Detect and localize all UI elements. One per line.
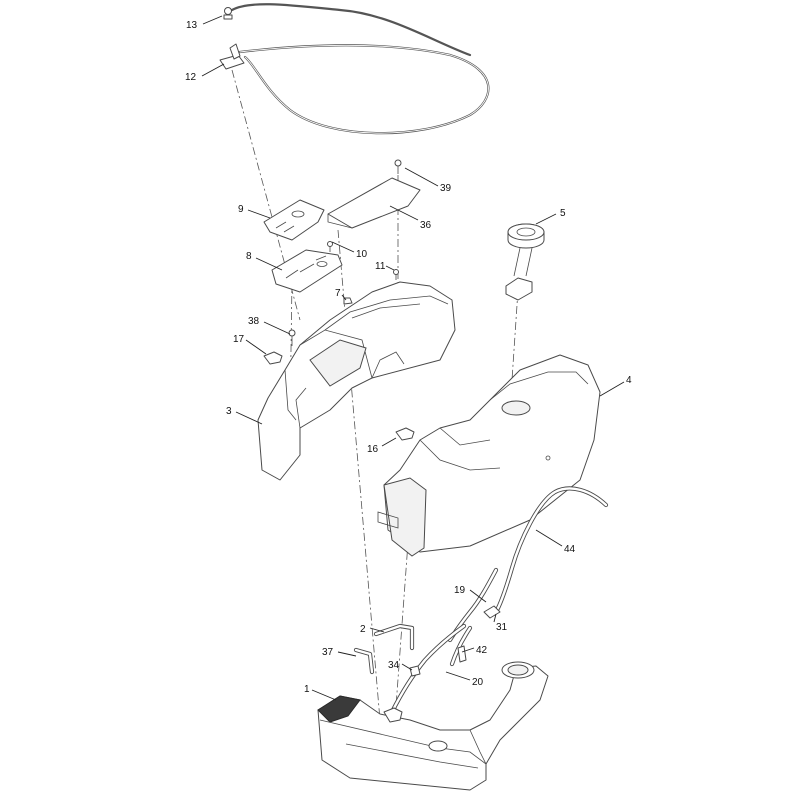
callout-label-5: 5: [560, 208, 566, 219]
callout-37: 37: [322, 647, 357, 658]
part-3-console-housing: [257, 281, 456, 481]
callout-label-16: 16: [367, 444, 379, 455]
callout-38: 38: [248, 316, 291, 335]
part-37-bolt: [353, 647, 375, 675]
callout-2: 2: [360, 624, 385, 635]
callout-label-11: 11: [375, 261, 386, 272]
callout-label-13: 13: [186, 20, 198, 31]
part-42-clamp: [457, 645, 467, 663]
part-31-fitting: [483, 605, 501, 619]
callout-label-44: 44: [564, 544, 576, 555]
callout-39: 39: [404, 167, 452, 194]
callout-label-17: 17: [233, 334, 245, 345]
part-2-strap: [373, 623, 415, 651]
part-34-clamp: [409, 665, 421, 677]
callout-34: 34: [388, 660, 413, 671]
part-9-bracket: [263, 199, 325, 241]
callout-label-3: 3: [226, 406, 232, 417]
callout-label-19: 19: [454, 585, 466, 596]
part-1-fuel-tank: [317, 661, 549, 791]
callout-label-7: 7: [335, 288, 341, 299]
callout-label-12: 12: [185, 72, 197, 83]
callout-31: 31: [493, 613, 508, 633]
callout-label-37: 37: [322, 647, 334, 658]
callout-9: 9: [238, 204, 271, 219]
callout-8: 8: [246, 251, 283, 271]
callout-label-20: 20: [472, 677, 484, 688]
callout-7: 7: [335, 288, 347, 301]
callout-label-1: 1: [304, 684, 310, 695]
part-17-cap: [263, 351, 283, 365]
callout-label-9: 9: [238, 204, 244, 215]
callout-42: 42: [461, 645, 488, 656]
part-39-screw: [394, 159, 402, 174]
callout-44: 44: [535, 529, 576, 555]
part-44-vent-hose: [493, 486, 609, 615]
callout-label-2: 2: [360, 624, 366, 635]
part-20-fuel-line: [389, 623, 473, 715]
callout-3: 3: [226, 406, 263, 425]
part-38-bolt: [288, 329, 296, 346]
callout-label-36: 36: [420, 220, 432, 231]
throttle-cable: [230, 3, 490, 135]
part-4-tank-cover: [377, 354, 601, 557]
part-10-screw: [327, 241, 333, 252]
callout-36: 36: [389, 205, 432, 231]
part-16-cap: [395, 427, 415, 441]
callout-17: 17: [233, 334, 267, 355]
callout-20: 20: [445, 671, 484, 688]
callout-label-4: 4: [626, 375, 632, 386]
part-12-cable-clamp: [219, 43, 245, 70]
callout-11: 11: [375, 261, 395, 272]
callout-5: 5: [535, 208, 566, 225]
part-8-bracket: [271, 249, 343, 293]
callout-19: 19: [454, 585, 487, 603]
callout-label-38: 38: [248, 316, 260, 327]
callout-13: 13: [186, 15, 223, 31]
callout-label-31: 31: [496, 622, 508, 633]
part-11-screw: [393, 269, 399, 280]
callout-1: 1: [304, 684, 337, 701]
callout-12: 12: [185, 63, 225, 83]
callout-label-8: 8: [246, 251, 252, 262]
part-5-fuel-cap: [505, 223, 545, 301]
callout-label-42: 42: [476, 645, 488, 656]
callout-4: 4: [599, 375, 632, 397]
part-13-cable-end: [223, 7, 233, 20]
callout-16: 16: [367, 437, 397, 455]
callout-label-34: 34: [388, 660, 400, 671]
callout-10: 10: [331, 241, 368, 260]
callout-label-10: 10: [356, 249, 368, 260]
callout-label-39: 39: [440, 183, 452, 194]
part-36-cover-plate: [327, 177, 421, 229]
